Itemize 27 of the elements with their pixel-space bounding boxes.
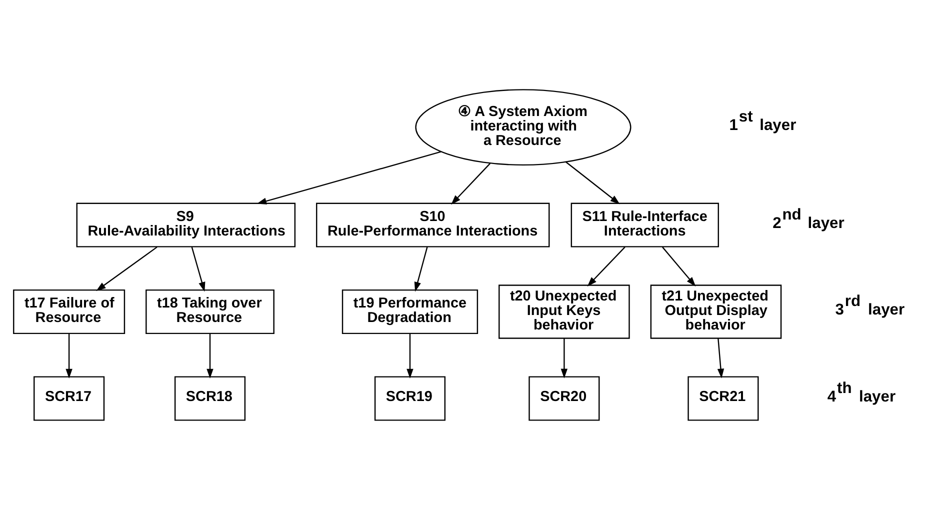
node-box: t17 Failure of Resource	[13, 289, 126, 334]
node-box: S10 Rule-Performance Interactions	[316, 202, 550, 248]
arrow	[256, 151, 442, 204]
node-box: S11 Rule-Interface Interactions	[570, 202, 719, 248]
arrow	[406, 334, 414, 379]
node-box: SCR19	[374, 376, 446, 421]
arrow	[96, 246, 158, 292]
arrow	[662, 246, 696, 287]
node-box: t20 Unexpected Input Keys behavior	[498, 284, 630, 339]
arrow	[565, 161, 620, 204]
node-box: t18 Taking over Resource	[146, 289, 274, 334]
node-box: SCR21	[688, 376, 759, 421]
node-box: t19 Performance Degradation	[342, 289, 478, 334]
node-box: t21 Unexpected Output Display behavior	[650, 284, 782, 339]
node-box: SCR17	[34, 376, 105, 421]
arrow	[717, 338, 724, 378]
node-box: S9 Rule-Availability Interactions	[76, 202, 296, 248]
arrow	[66, 334, 72, 379]
node-ellipse: ④ A System Axiom interacting with a Resource	[415, 89, 632, 166]
node-box: SCR20	[528, 376, 600, 421]
arrow	[206, 334, 214, 379]
arrow	[560, 338, 568, 378]
arrow	[587, 246, 626, 286]
node-box: SCR18	[174, 376, 246, 421]
arrow	[191, 246, 206, 292]
arrow	[451, 163, 491, 205]
arrow	[414, 246, 428, 292]
